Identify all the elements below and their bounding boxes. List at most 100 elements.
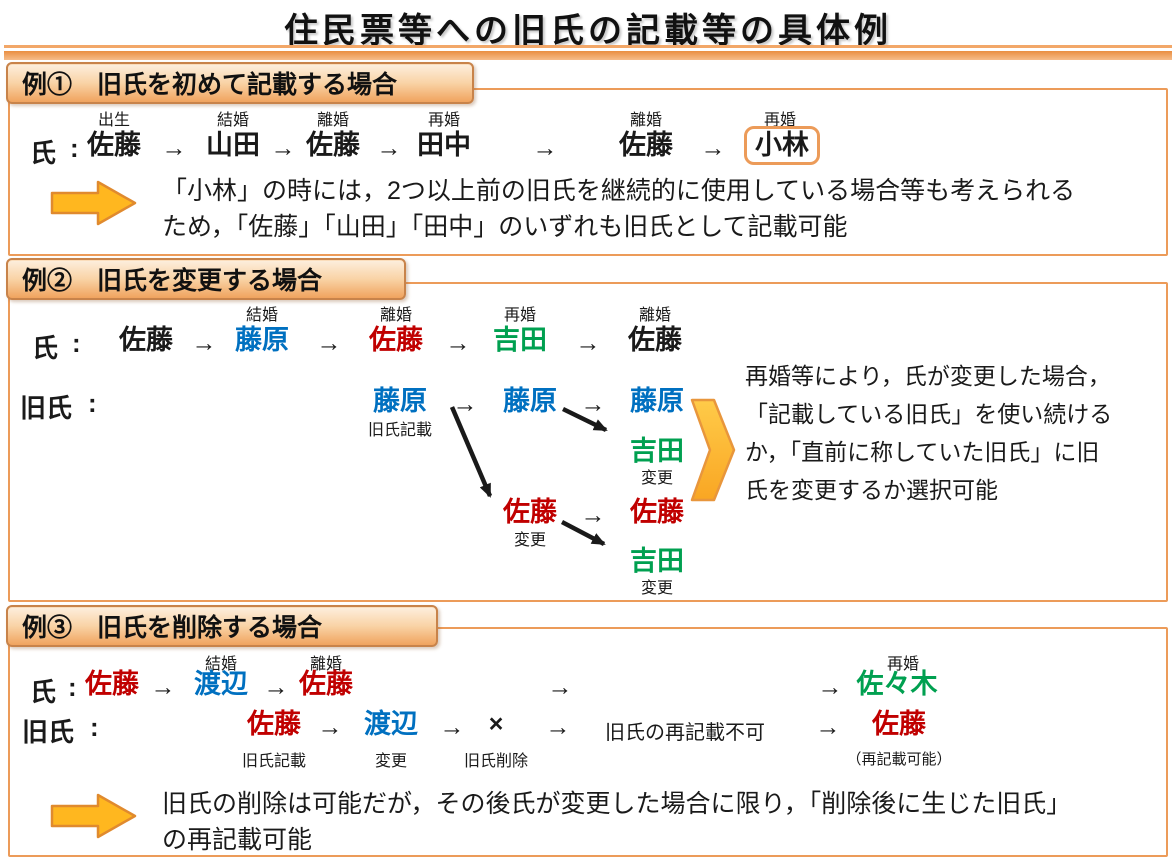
ex3-kyushi-label: 旧氏 xyxy=(22,717,75,747)
ex1-name-highlighted: 小林 xyxy=(740,126,824,166)
ex2-shi-name: 吉田 xyxy=(493,325,547,355)
ex3-kyushi-sublabel: 旧氏削除 xyxy=(463,753,528,770)
ex1-note-line: ため，「佐藤」「山田」「田中」のいずれも旧氏として記載可能 xyxy=(162,213,848,241)
ex2-kyushi-name: 藤原 xyxy=(630,386,684,416)
ex3-kyushi-name: 佐藤 xyxy=(872,709,926,739)
arrow-glyph: → xyxy=(817,673,843,701)
ex1-row-label: 氏 xyxy=(30,138,57,168)
title-underline xyxy=(4,45,1172,60)
arrow-glyph: → xyxy=(452,390,478,418)
ex1-event: 結婚 xyxy=(216,112,249,129)
arrow-glyph: → xyxy=(532,134,558,162)
ex2-lower-name: 佐藤 xyxy=(630,497,684,527)
ex1-colon: : xyxy=(70,133,79,163)
ex3-event: 離婚 xyxy=(309,656,342,673)
ex2-shi-colon: : xyxy=(72,328,81,358)
ex3-shi-name: 佐藤 xyxy=(85,669,139,699)
arrow-glyph: → xyxy=(317,713,343,741)
ex3-shi-colon: : xyxy=(68,672,77,702)
ex2-shi-name: 佐藤 xyxy=(369,325,423,355)
ex2-side-note: 再婚等により，氏が変更した場合， 「記載している旧氏」を使い続ける か，「直前に… xyxy=(745,357,1169,509)
ex2-shi-name: 佐藤 xyxy=(628,325,682,355)
ex2-shi-name: 佐藤 xyxy=(119,325,173,355)
ex3-kyushi-colon: : xyxy=(90,712,99,742)
example1-header: 例① 旧氏を初めて記載する場合 xyxy=(6,62,474,104)
arrow-glyph: → xyxy=(263,673,289,701)
ex1-event: 離婚 xyxy=(316,112,349,129)
ex2-branch-bottom-name: 吉田 xyxy=(630,546,684,576)
arrow-glyph: → xyxy=(376,134,402,162)
ex2-side-note-line: か，「直前に称していた旧氏」に旧 xyxy=(745,439,1100,465)
ex2-kyushi-label: 旧氏 xyxy=(20,393,73,423)
ex1-event: 再婚 xyxy=(763,112,796,129)
note-arrow-icon xyxy=(50,180,137,226)
ex3-delete-cross: × xyxy=(488,710,504,738)
ex2-kyushi-name: 藤原 xyxy=(503,386,557,416)
highlight-box: 小林 xyxy=(744,126,820,166)
arrow-glyph: → xyxy=(439,713,465,741)
ex2-side-note-line: 再婚等により，氏が変更した場合， xyxy=(745,363,1111,389)
arrow-glyph: → xyxy=(161,134,187,162)
example2-box xyxy=(8,282,1168,602)
ex2-kisai-label: 旧氏記載 xyxy=(367,422,432,439)
arrow-glyph: → xyxy=(580,390,606,418)
ex2-kyushi-name: 藤原 xyxy=(373,386,427,416)
arrow-glyph: → xyxy=(545,713,571,741)
big-arrow-icon xyxy=(690,398,736,502)
arrow-glyph: → xyxy=(150,673,176,701)
ex2-side-note-line: 「記載している旧氏」を使い続ける xyxy=(745,401,1113,427)
ex2-event: 離婚 xyxy=(379,307,412,324)
ex3-shi-label: 氏 xyxy=(30,677,57,707)
ex1-event: 離婚 xyxy=(629,112,662,129)
example2-header: 例② 旧氏を変更する場合 xyxy=(6,258,406,300)
ex3-note-line: 旧氏の削除は可能だが，その後氏が変更した場合に限り，「削除後に生じた旧氏」 xyxy=(162,790,1072,818)
ex3-kyushi-sublabel: （再記載可能） xyxy=(846,751,952,768)
ex2-kyushi-colon: : xyxy=(88,388,97,418)
ex2-branch-top-name: 吉田 xyxy=(630,436,684,466)
ex1-name: 田中 xyxy=(417,130,471,160)
ex2-lower-name: 佐藤 xyxy=(503,497,557,527)
ex3-note-line: の再記載可能 xyxy=(162,826,313,854)
ex3-event: 結婚 xyxy=(204,656,237,673)
ex2-branch-bottom-label: 変更 xyxy=(640,580,673,597)
arrow-glyph: → xyxy=(547,673,573,701)
ex3-kyushi-name: 渡辺 xyxy=(364,709,418,739)
ex3-no-rerecord-text: 旧氏の再記載不可 xyxy=(605,722,765,744)
example3-header: 例③ 旧氏を削除する場合 xyxy=(6,605,438,647)
ex3-kyushi-name: 佐藤 xyxy=(247,709,301,739)
arrow-glyph: → xyxy=(815,713,841,741)
arrow-glyph: → xyxy=(580,501,606,529)
ex1-event: 出生 xyxy=(97,112,130,129)
ex2-event: 結婚 xyxy=(245,307,278,324)
note-arrow-icon xyxy=(50,793,137,839)
arrow-glyph: → xyxy=(270,134,296,162)
ex1-note: 「小林」の時には，2つ以上前の旧氏を継続的に使用している場合等も考えられる ため… xyxy=(162,173,1162,245)
ex3-kyushi-sublabel: 変更 xyxy=(374,753,407,770)
ex3-event: 再婚 xyxy=(886,656,919,673)
ex3-note: 旧氏の削除は可能だが，その後氏が変更した場合に限り，「削除後に生じた旧氏」 の再… xyxy=(162,786,1162,858)
example1-box xyxy=(8,88,1168,256)
ex2-shi-label: 氏 xyxy=(32,333,59,363)
arrow-glyph: → xyxy=(445,329,471,357)
ex3-shi-name: 佐藤 xyxy=(299,669,353,699)
ex2-branch-top-label: 変更 xyxy=(640,470,673,487)
ex1-event: 再婚 xyxy=(427,112,460,129)
ex3-kyushi-sublabel: 旧氏記載 xyxy=(241,753,306,770)
ex2-side-note-line: 氏を変更するか選択可能 xyxy=(745,477,998,503)
arrow-glyph: → xyxy=(700,134,726,162)
ex3-shi-name: 佐々木 xyxy=(856,669,938,699)
ex2-lower-label: 変更 xyxy=(513,532,546,549)
ex2-event: 離婚 xyxy=(638,307,671,324)
arrow-glyph: → xyxy=(575,329,601,357)
ex1-name: 佐藤 xyxy=(87,130,141,160)
example3-box xyxy=(8,627,1168,857)
ex1-name: 山田 xyxy=(206,130,260,160)
ex1-note-line: 「小林」の時には，2つ以上前の旧氏を継続的に使用している場合等も考えられる xyxy=(162,177,1076,205)
ex2-shi-name: 藤原 xyxy=(235,325,289,355)
arrow-glyph: → xyxy=(191,329,217,357)
ex2-event: 再婚 xyxy=(503,307,536,324)
ex1-name: 佐藤 xyxy=(619,130,673,160)
ex1-name: 佐藤 xyxy=(306,130,360,160)
